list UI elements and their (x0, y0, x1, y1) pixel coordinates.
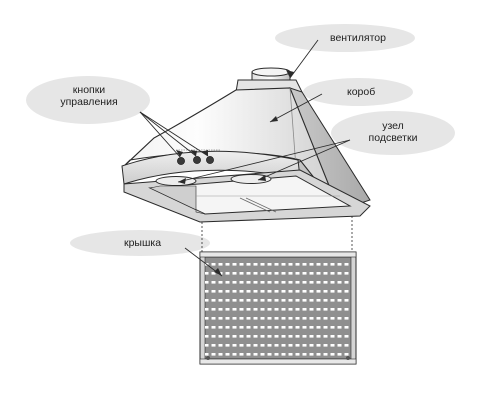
hood-body (121, 87, 339, 209)
label-lighting: узел подсветки (362, 120, 424, 144)
label-bubble-fan (275, 24, 415, 52)
label-bubble-controls (26, 76, 150, 124)
label-fan: вентилятор (330, 32, 386, 44)
label-lighting-line1: узел (382, 120, 404, 132)
label-controls: кнопки управления (54, 84, 124, 108)
label-bubble-lighting (331, 111, 455, 155)
leader-arrowheads (176, 70, 294, 276)
label-cover: крышка (124, 237, 162, 249)
cover-filter (199, 251, 357, 365)
label-lighting-line2: подсветки (368, 132, 418, 144)
label-bubble-body (303, 78, 413, 106)
lamp-right (230, 174, 272, 184)
label-controls-line2: управления (60, 96, 118, 108)
label-body: короб (347, 86, 376, 98)
label-controls-line1: кнопки (72, 84, 106, 96)
label-bubble-cover (70, 230, 210, 256)
control-buttons (176, 149, 220, 165)
lamp-left (155, 176, 197, 186)
